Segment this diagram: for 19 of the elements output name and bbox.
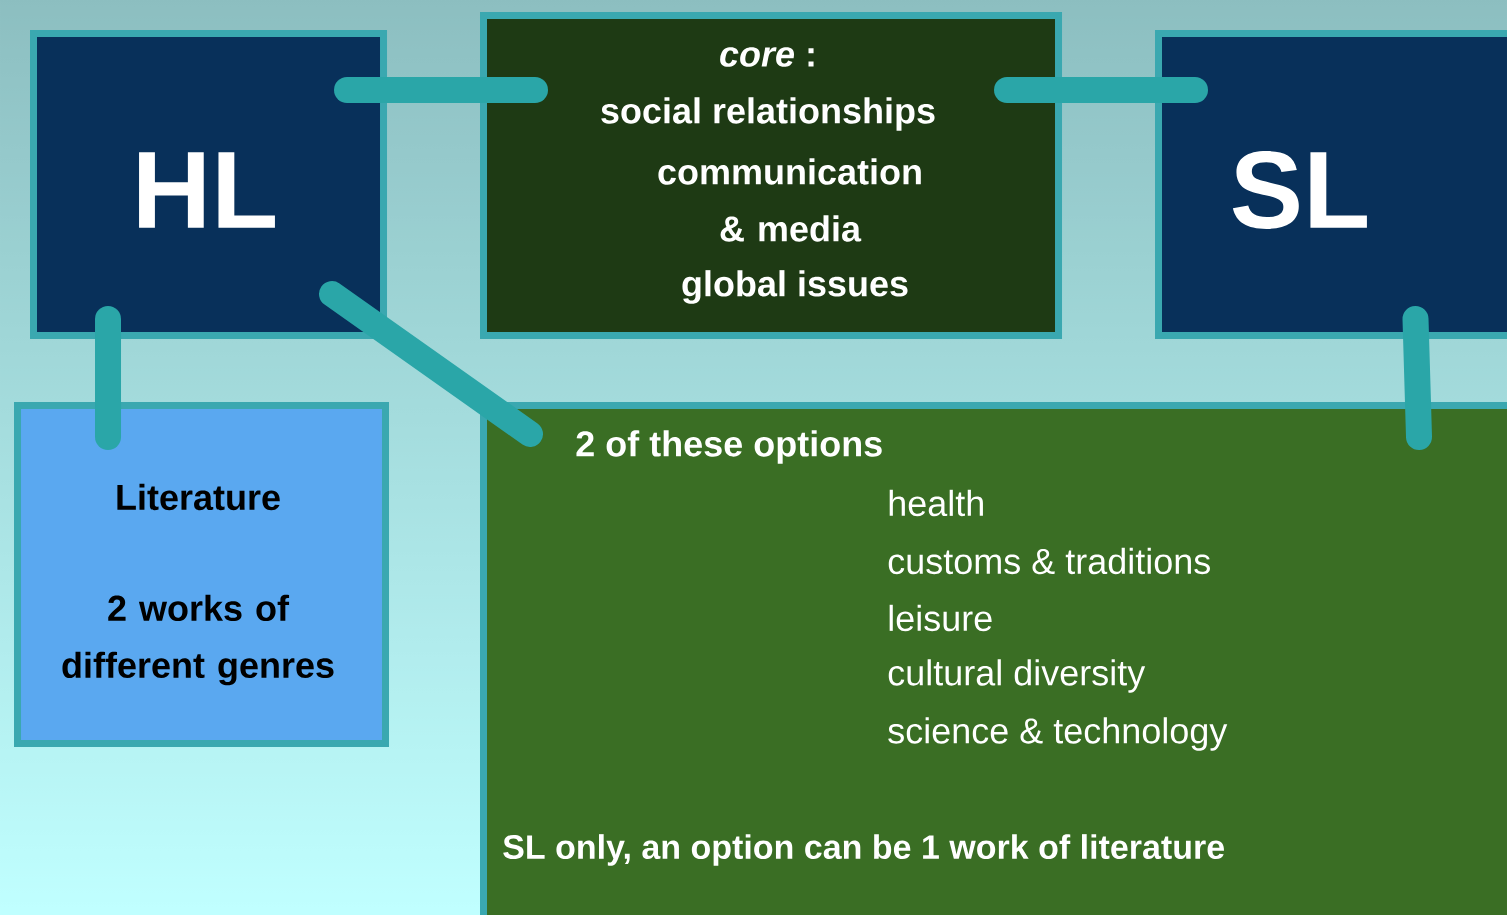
connector <box>319 281 543 447</box>
option-text: customs & traditions <box>888 547 1210 575</box>
option-text: cultural diversity <box>888 659 1146 693</box>
topic-text: core : <box>720 47 814 67</box>
connector <box>95 306 121 450</box>
option-text: 2 of these options <box>576 430 882 464</box>
topic-text: social relationships <box>601 97 935 131</box>
literature-text: Literature <box>117 483 280 511</box>
option-text: leisure <box>889 604 992 632</box>
connector <box>994 77 1208 103</box>
connector <box>334 77 548 103</box>
level-label: HL <box>139 152 275 228</box>
topic-text: global issues <box>682 270 908 304</box>
level-label: SL <box>1232 151 1367 229</box>
option-text: health <box>889 489 983 517</box>
connector <box>1402 306 1432 450</box>
literature-text: 2 works of different genres <box>62 594 334 686</box>
option-text: SL only, an option can be 1 work of literature <box>503 834 1224 866</box>
option-text: science & technology <box>888 717 1228 751</box>
